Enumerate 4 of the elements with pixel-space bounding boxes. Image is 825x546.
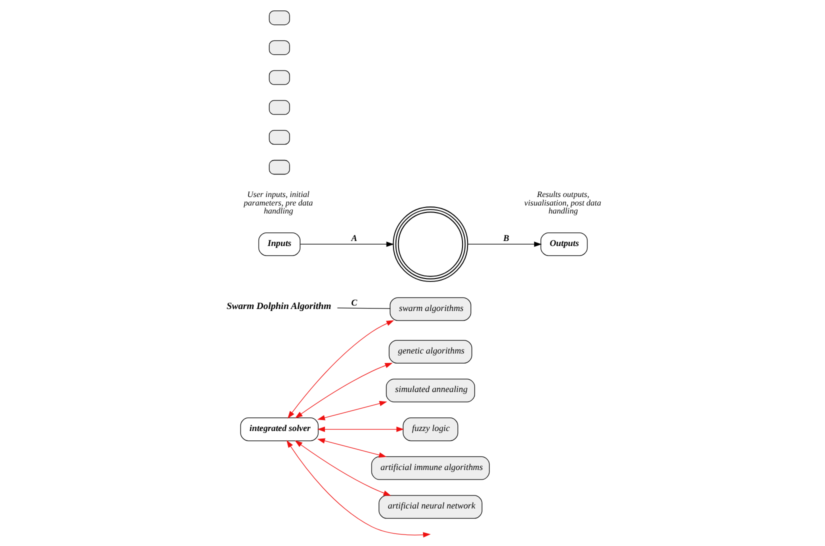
edge-label: B: [502, 233, 509, 244]
node-text: Swarm Dolphin Algorithm: [226, 300, 331, 312]
edge-label: A: [350, 233, 357, 244]
edge-label: C: [350, 297, 357, 308]
